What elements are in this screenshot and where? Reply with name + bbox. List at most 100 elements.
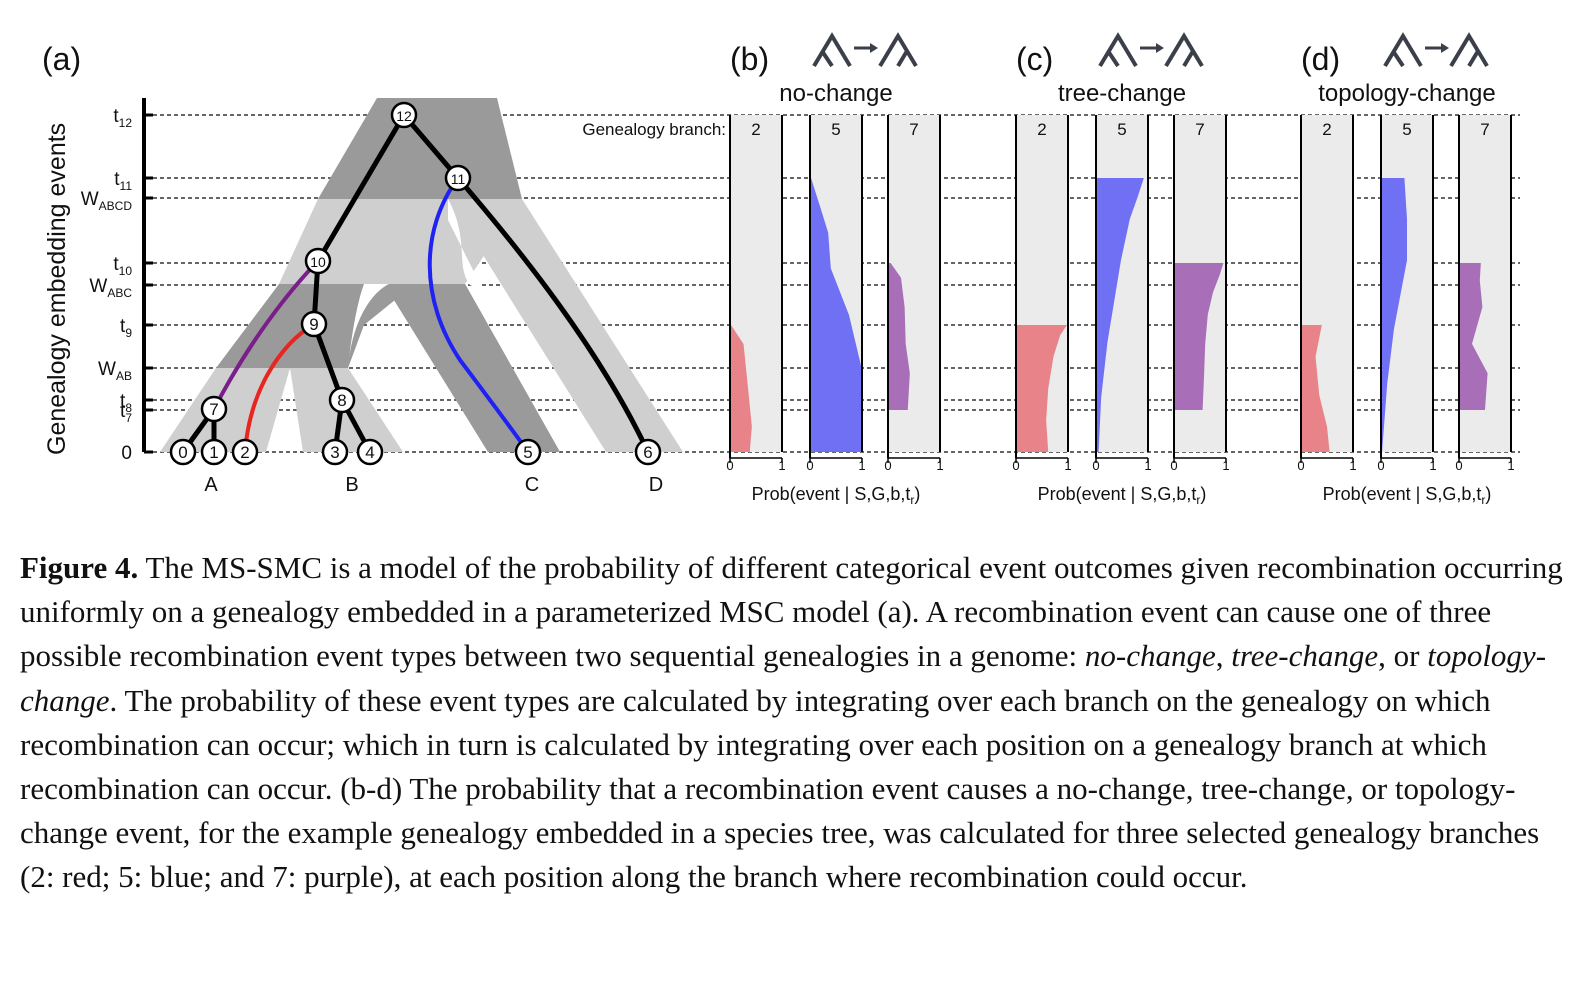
branch-id-label: 5 — [1117, 120, 1126, 139]
branch-id-label: 5 — [1402, 120, 1411, 139]
node-1: 1 — [200, 438, 228, 466]
branch-id-label: 5 — [831, 120, 840, 139]
area-branch-7 — [888, 263, 910, 410]
branch-id-label: 2 — [1322, 120, 1331, 139]
branch-id-label: 7 — [1195, 120, 1204, 139]
x-tick-label: 0 — [806, 458, 813, 473]
node-circle — [356, 438, 384, 466]
caption-em-no-change: no-change — [1084, 638, 1216, 674]
figure-caption: Figure 4. The MS-SMC is a model of the p… — [20, 546, 1565, 900]
tree-icon-before — [1098, 32, 1138, 68]
node-2: 2 — [231, 438, 259, 466]
node-7: 7 — [200, 395, 228, 423]
x-tick-label: 1 — [1349, 458, 1356, 473]
panel-a-label: (a) — [42, 41, 81, 77]
node-label: 5 — [523, 443, 532, 462]
x-tick-label: 1 — [1222, 458, 1229, 473]
panel-label: (c) — [1016, 41, 1053, 77]
node-6: 6 — [634, 438, 662, 466]
node-label: 1 — [209, 443, 218, 462]
arrow-head-icon — [1156, 43, 1164, 53]
branch-id-label: 2 — [1037, 120, 1046, 139]
tree-icon-before — [1383, 32, 1423, 68]
node-label: 3 — [330, 443, 339, 462]
panel-label: (b) — [730, 41, 769, 77]
branch-11-6 — [455, 175, 651, 455]
species-label: A — [204, 474, 218, 496]
species-box-d — [448, 199, 683, 452]
species-box-root — [318, 98, 522, 199]
x-tick-label: 1 — [1507, 458, 1514, 473]
node-circle — [169, 438, 197, 466]
node-label: 9 — [309, 315, 318, 334]
caption-lead: Figure 4. — [20, 550, 139, 585]
time-tick-label: t11 — [114, 169, 132, 193]
tree-icon-after — [878, 32, 918, 68]
caption-em-tree-change: tree-change — [1231, 638, 1379, 674]
node-circle — [390, 101, 418, 129]
time-tick-label: t10 — [113, 254, 132, 278]
species-tree — [160, 98, 683, 452]
area-branch-2 — [1016, 325, 1067, 452]
node-5: 5 — [514, 438, 542, 466]
x-tick-label: 1 — [778, 458, 785, 473]
panel-title: tree-change — [1058, 80, 1186, 107]
node-11: 11 — [444, 164, 472, 192]
species-label: D — [649, 474, 663, 496]
time-tick-label: t12 — [113, 106, 132, 130]
node-9: 9 — [300, 310, 328, 338]
area-branch-5 — [810, 178, 862, 452]
arrow-head-icon — [1441, 43, 1449, 53]
caption-em-topology-change: topology-change — [20, 638, 1547, 718]
x-axis-label: Prob(event | S,G,b,tr) — [1323, 484, 1492, 507]
branch-12-11 — [401, 112, 461, 181]
branch-9-8 — [311, 321, 345, 403]
genealogy-branch-label: Genealogy branch: — [582, 120, 726, 139]
tree-icon-after — [1449, 32, 1489, 68]
branch-id-label: 2 — [751, 120, 760, 139]
node-3: 3 — [321, 438, 349, 466]
panel-label: (d) — [1301, 41, 1340, 77]
x-axis-label: Prob(event | S,G,b,tr) — [1038, 484, 1207, 507]
x-tick-label: 1 — [858, 458, 865, 473]
time-tick-label: 0 — [121, 443, 132, 464]
area-branch-5 — [1381, 178, 1407, 452]
branch-id-label: 7 — [909, 120, 918, 139]
caption-part2: . The probability of these event types a… — [20, 682, 1540, 895]
x-tick-label: 0 — [1377, 458, 1384, 473]
node-label: 11 — [451, 171, 466, 187]
node-circle — [444, 164, 472, 192]
arrow-head-icon — [870, 43, 878, 53]
area-branch-2 — [1301, 325, 1330, 452]
branch-7-purple — [212, 259, 320, 411]
branch-5-blue — [427, 176, 530, 454]
time-tick-label: WAB — [98, 359, 132, 383]
node-0: 0 — [169, 438, 197, 466]
caption-sep1: , — [1215, 638, 1232, 674]
node-8: 8 — [328, 386, 356, 414]
node-circle — [328, 386, 356, 414]
node-circle — [321, 438, 349, 466]
node-circle — [304, 247, 332, 275]
caption-sep2: , or — [1378, 638, 1428, 674]
species-notch-cd — [448, 199, 483, 290]
species-notch-ab — [348, 284, 389, 368]
x-tick-label: 0 — [1092, 458, 1099, 473]
node-label: 10 — [310, 254, 326, 270]
x-tick-label: 0 — [726, 458, 733, 473]
tree-icon-before — [812, 32, 852, 68]
x-tick-label: 0 — [884, 458, 891, 473]
area-branch-2 — [730, 325, 752, 452]
branch-2-red — [243, 322, 316, 454]
x-tick-label: 1 — [1429, 458, 1436, 473]
node-circle — [514, 438, 542, 466]
x-tick-label: 1 — [936, 458, 943, 473]
node-4: 4 — [356, 438, 384, 466]
panel-title: topology-change — [1318, 80, 1495, 107]
time-tick-label: WABC — [89, 276, 132, 300]
node-circle — [231, 438, 259, 466]
